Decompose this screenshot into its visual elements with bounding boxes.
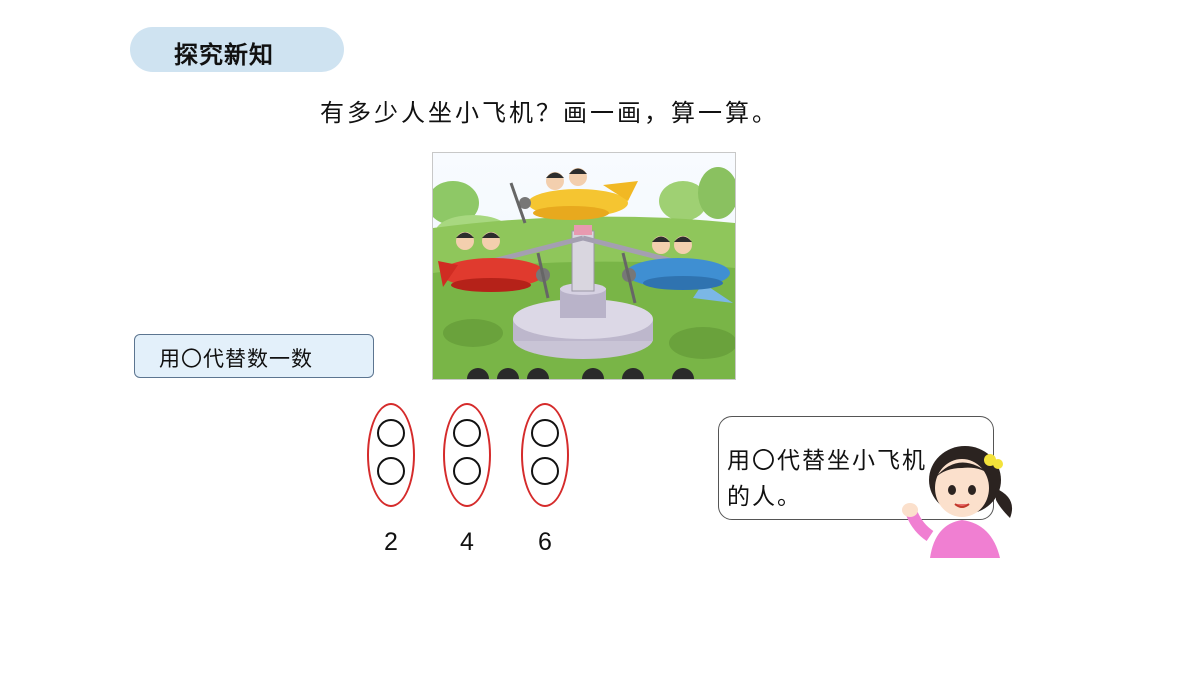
count-label-1: 2 — [384, 528, 398, 556]
question-text: 有多少人坐小飞机？画一画，算一算。 — [320, 99, 779, 127]
red-oval — [443, 403, 491, 507]
person-circle — [453, 457, 481, 485]
section-tag: 探究新知 — [130, 27, 344, 72]
person-circle — [377, 419, 405, 447]
carousel-illustration — [432, 152, 736, 380]
count-label-3: 6 — [538, 528, 552, 556]
girl-illustration — [902, 446, 1013, 558]
speech-line-2: 的人。 — [727, 484, 802, 510]
method-label-box: 用〇代替数一数 — [134, 334, 374, 378]
method-label: 用〇代替数一数 — [159, 347, 313, 371]
person-circle — [377, 457, 405, 485]
person-circle — [531, 419, 559, 447]
speech-line-1: 用〇代替坐小飞机 — [727, 448, 927, 474]
red-oval — [521, 403, 569, 507]
section-tag-label: 探究新知 — [174, 41, 274, 69]
person-circle — [531, 457, 559, 485]
carousel-picture — [433, 153, 735, 379]
red-oval — [367, 403, 415, 507]
count-label-2: 4 — [460, 528, 474, 556]
person-circle — [453, 419, 481, 447]
